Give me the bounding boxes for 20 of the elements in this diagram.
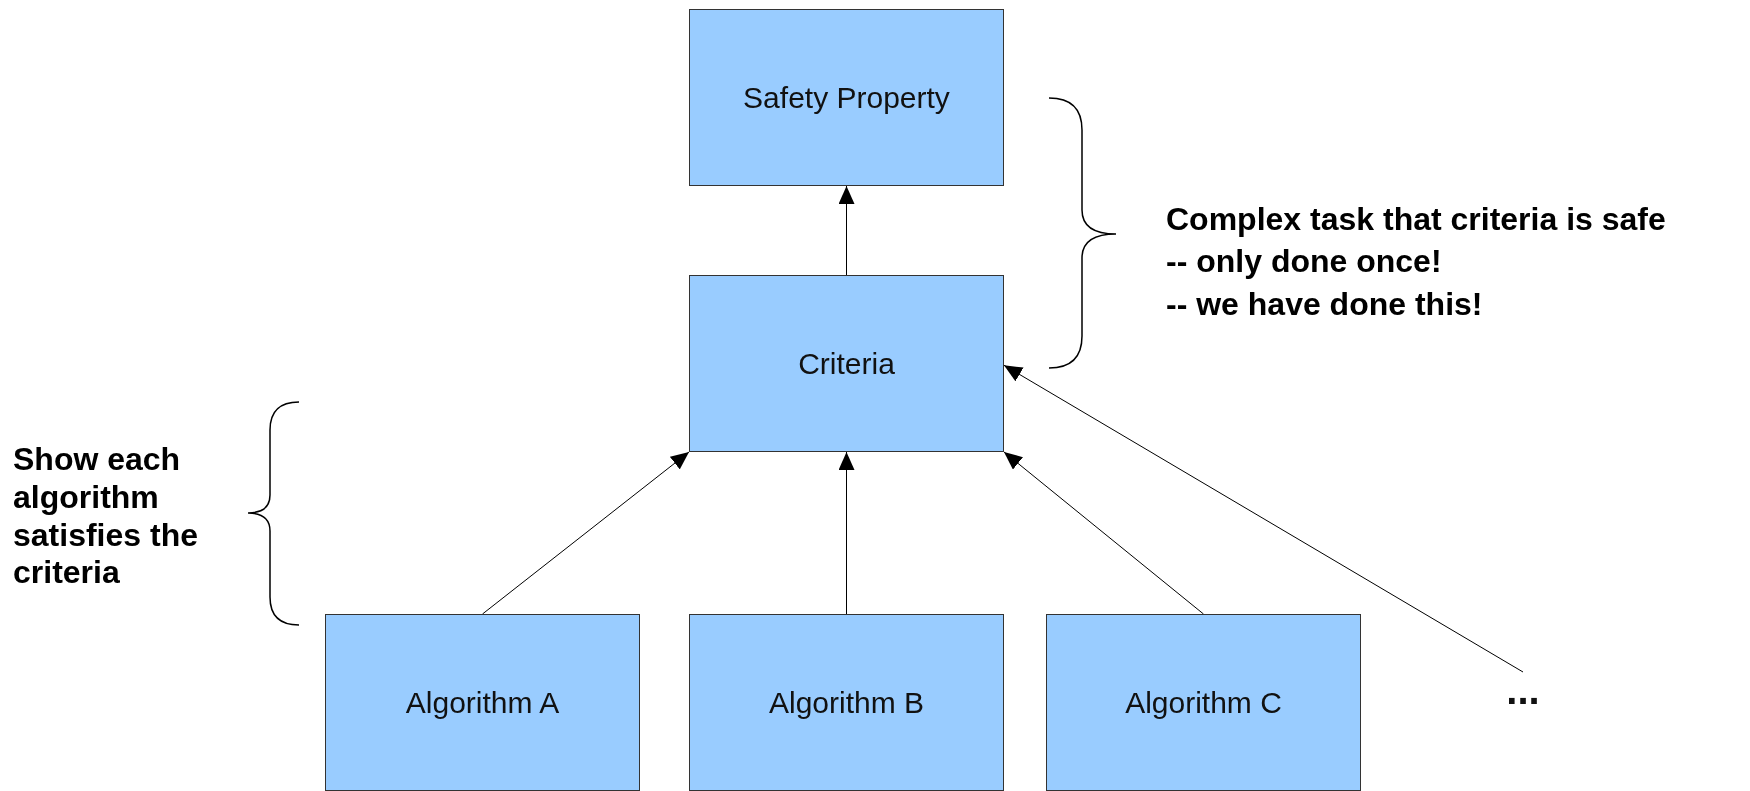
annotation-text: -- only done once! [1166, 247, 1443, 277]
process-box [689, 614, 1004, 791]
annotation-text: Show each algorithm satisfies the criteria [13, 441, 199, 592]
node-label: Algorithm A [405, 687, 560, 718]
arrow [838, 451, 855, 615]
annotation-text: Complex task that criteria is safe [1166, 205, 1667, 235]
arrow [838, 185, 855, 276]
node-label: Algorithm C [1125, 687, 1282, 718]
process-box [325, 614, 640, 791]
arrow [1003, 451, 1204, 615]
node-label: Algorithm B [768, 687, 925, 718]
arrow [482, 451, 690, 615]
process-box [689, 9, 1004, 186]
node-label: ... [1506, 670, 1540, 710]
node-label: Safety Property [743, 82, 950, 113]
process-box [1046, 614, 1361, 791]
arrow [1003, 364, 1524, 673]
annotation-text: -- we have done this! [1166, 289, 1484, 320]
node-label: Criteria [798, 348, 895, 379]
process-box [689, 275, 1004, 452]
